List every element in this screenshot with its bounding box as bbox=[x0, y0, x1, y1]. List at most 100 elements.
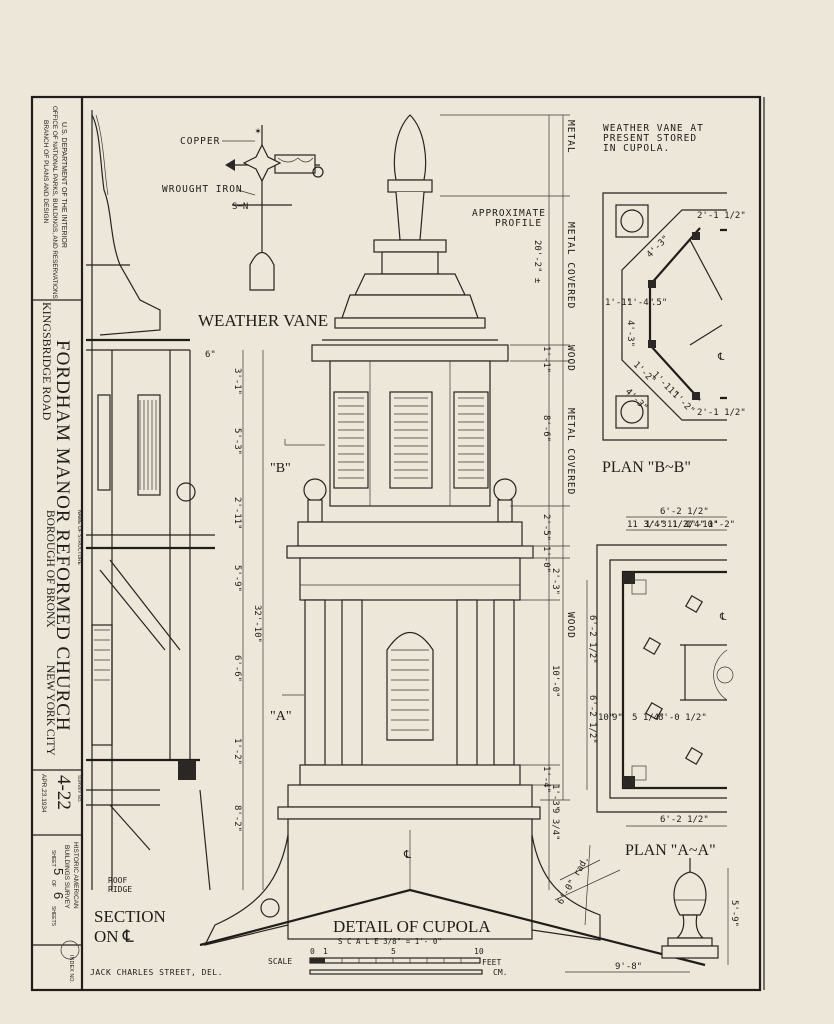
plan-bb-dim: 2'-1 1/2" bbox=[697, 408, 746, 418]
weather-vane-drawing: ✶ S─N COPPER WROUGHT IRON WEATHER VANE bbox=[162, 125, 328, 330]
drawing-stroke bbox=[391, 649, 429, 731]
drawing-stroke bbox=[615, 395, 649, 429]
dim-column-stage: 10'-0" bbox=[550, 665, 560, 698]
plan-bb-dim: 4'-3" bbox=[645, 234, 671, 260]
section-a-marker: "A" bbox=[270, 709, 292, 724]
plan-bb-dim: 1'-1" bbox=[605, 298, 632, 308]
plan-aa-dim: 1'-2" bbox=[708, 520, 735, 530]
plan-aa-title: PLAN "A~A" bbox=[625, 842, 716, 859]
drawing-stroke bbox=[286, 545, 534, 559]
drawing-stroke bbox=[493, 599, 515, 766]
drawing-stroke bbox=[91, 624, 113, 746]
plan-bb-title: PLAN "B~B" bbox=[602, 459, 691, 476]
section-dim: 1'-2" bbox=[232, 738, 242, 765]
department-line: U.S. DEPARTMENT OF THE INTERIOR bbox=[60, 122, 67, 248]
city: NEW YORK CITY bbox=[44, 665, 56, 756]
drawing-stroke bbox=[621, 570, 727, 790]
drawing-stroke bbox=[716, 666, 734, 684]
dim-overall: 20'-2" ± bbox=[532, 240, 542, 284]
scale-bar-cm bbox=[309, 969, 483, 975]
plan-bb-dim: .5" bbox=[651, 298, 667, 308]
habs-seal-icon bbox=[60, 940, 80, 960]
drawing-stroke bbox=[260, 898, 280, 918]
material-label: WOOD bbox=[565, 612, 576, 639]
drawing-stroke bbox=[395, 191, 425, 241]
plan-aa-dim: 11 3/4" bbox=[627, 520, 665, 530]
drawing-stroke bbox=[596, 544, 727, 813]
drawing-stroke bbox=[277, 157, 314, 163]
scale-bar-feet bbox=[309, 957, 481, 964]
wrought-iron-label: WROUGHT IRON bbox=[162, 184, 243, 195]
finial-detail: 5'-9" 9'-8" bbox=[565, 858, 739, 973]
address: KINGSBRIDGE ROAD bbox=[40, 302, 54, 421]
drawing-stroke bbox=[620, 209, 644, 233]
drawing-stroke bbox=[393, 114, 427, 181]
drawing-stroke bbox=[692, 392, 700, 400]
approx-profile-label: APPROXIMATE bbox=[472, 208, 546, 219]
section-dim: 6" bbox=[205, 350, 216, 360]
drawing-stroke bbox=[689, 239, 723, 346]
drawing-stroke bbox=[274, 154, 316, 174]
roof-ridge-label: RIDGE bbox=[108, 885, 132, 894]
drawing-stroke bbox=[648, 227, 727, 401]
centerline-symbol: ℄ bbox=[403, 848, 411, 861]
drawing-stroke bbox=[648, 340, 656, 348]
approx-profile-label: PROFILE bbox=[495, 218, 542, 229]
drawing-stroke bbox=[373, 239, 447, 253]
drawing-stroke bbox=[299, 557, 521, 601]
scale-tick: 5 bbox=[391, 947, 396, 956]
drawing-stroke bbox=[341, 294, 479, 319]
habs-line: BUILDINGS SURVEY bbox=[63, 845, 70, 909]
weather-vane-title: WEATHER VANE bbox=[198, 311, 328, 330]
dim-cornice: 2'-3" bbox=[550, 568, 560, 595]
sheet-border bbox=[30, 95, 762, 992]
index-label: INDEX NO. bbox=[68, 955, 74, 984]
drawing-stroke bbox=[297, 521, 523, 547]
drawing-stroke bbox=[661, 945, 719, 959]
drawing-stroke bbox=[453, 391, 489, 489]
drawing-stroke bbox=[621, 209, 727, 421]
drawing-stroke bbox=[299, 764, 521, 786]
title-block: U.S. DEPARTMENT OF THE INTERIOR OFFICE O… bbox=[40, 106, 82, 984]
section-title: ON ℄ bbox=[94, 927, 134, 946]
drawing-stroke bbox=[95, 114, 109, 196]
material-label: METAL bbox=[565, 120, 576, 154]
material-label: METAL COVERED bbox=[565, 222, 576, 309]
drawing-stroke bbox=[94, 629, 110, 681]
cupola-elevation: ℄ "B" "A" APPROXIMATE PROFILE bbox=[199, 114, 706, 967]
drawing-stroke bbox=[673, 871, 707, 916]
drawing-stroke bbox=[338, 397, 484, 479]
section-title: SECTION bbox=[94, 907, 166, 926]
drawing-stroke bbox=[237, 189, 256, 196]
drawing-stroke bbox=[675, 914, 705, 939]
survey-date: APR.23.1934 bbox=[40, 774, 47, 813]
stored-note: IN CUPOLA. bbox=[603, 143, 670, 154]
drawing-stroke bbox=[684, 594, 704, 614]
drawing-stroke bbox=[680, 644, 727, 701]
drawing-stroke bbox=[389, 391, 433, 489]
plan-bb-dim: 2'-1 1/2" bbox=[697, 211, 746, 221]
stored-note: PRESENT STORED bbox=[603, 133, 697, 144]
centerline-symbol: ℄ bbox=[719, 612, 727, 623]
section-on-centerline: 6" 3'-1" 5'-3" 2'-11" 5'-9" 32'-10" 6'-6… bbox=[86, 110, 264, 946]
dim-base-stage: 2'-5" bbox=[541, 514, 551, 541]
plan-aa-dim: 10" bbox=[598, 713, 614, 723]
drawing-stroke bbox=[139, 400, 157, 490]
dim-wood-band: 1'-1" bbox=[541, 346, 551, 373]
drawing-stroke bbox=[137, 394, 161, 496]
section-dim: 32'-10" bbox=[252, 605, 262, 643]
drawing-stroke bbox=[242, 143, 282, 183]
drawing-stroke bbox=[623, 776, 635, 788]
louvers bbox=[333, 391, 489, 489]
plan-aa-dim: 5 1/4" bbox=[632, 713, 665, 723]
drawing-stroke bbox=[277, 806, 541, 820]
dim-base: 9 3/4" bbox=[550, 808, 560, 841]
drawing-stroke bbox=[334, 317, 486, 329]
drawing-stroke bbox=[631, 765, 647, 781]
drawing-stroke bbox=[109, 804, 151, 851]
drawing-stroke bbox=[199, 789, 211, 891]
drawing-stroke bbox=[203, 834, 289, 946]
drawing-stroke bbox=[684, 746, 704, 766]
drawing-stroke bbox=[692, 232, 700, 240]
borough: BOROUGH OF BRONX bbox=[44, 510, 56, 628]
